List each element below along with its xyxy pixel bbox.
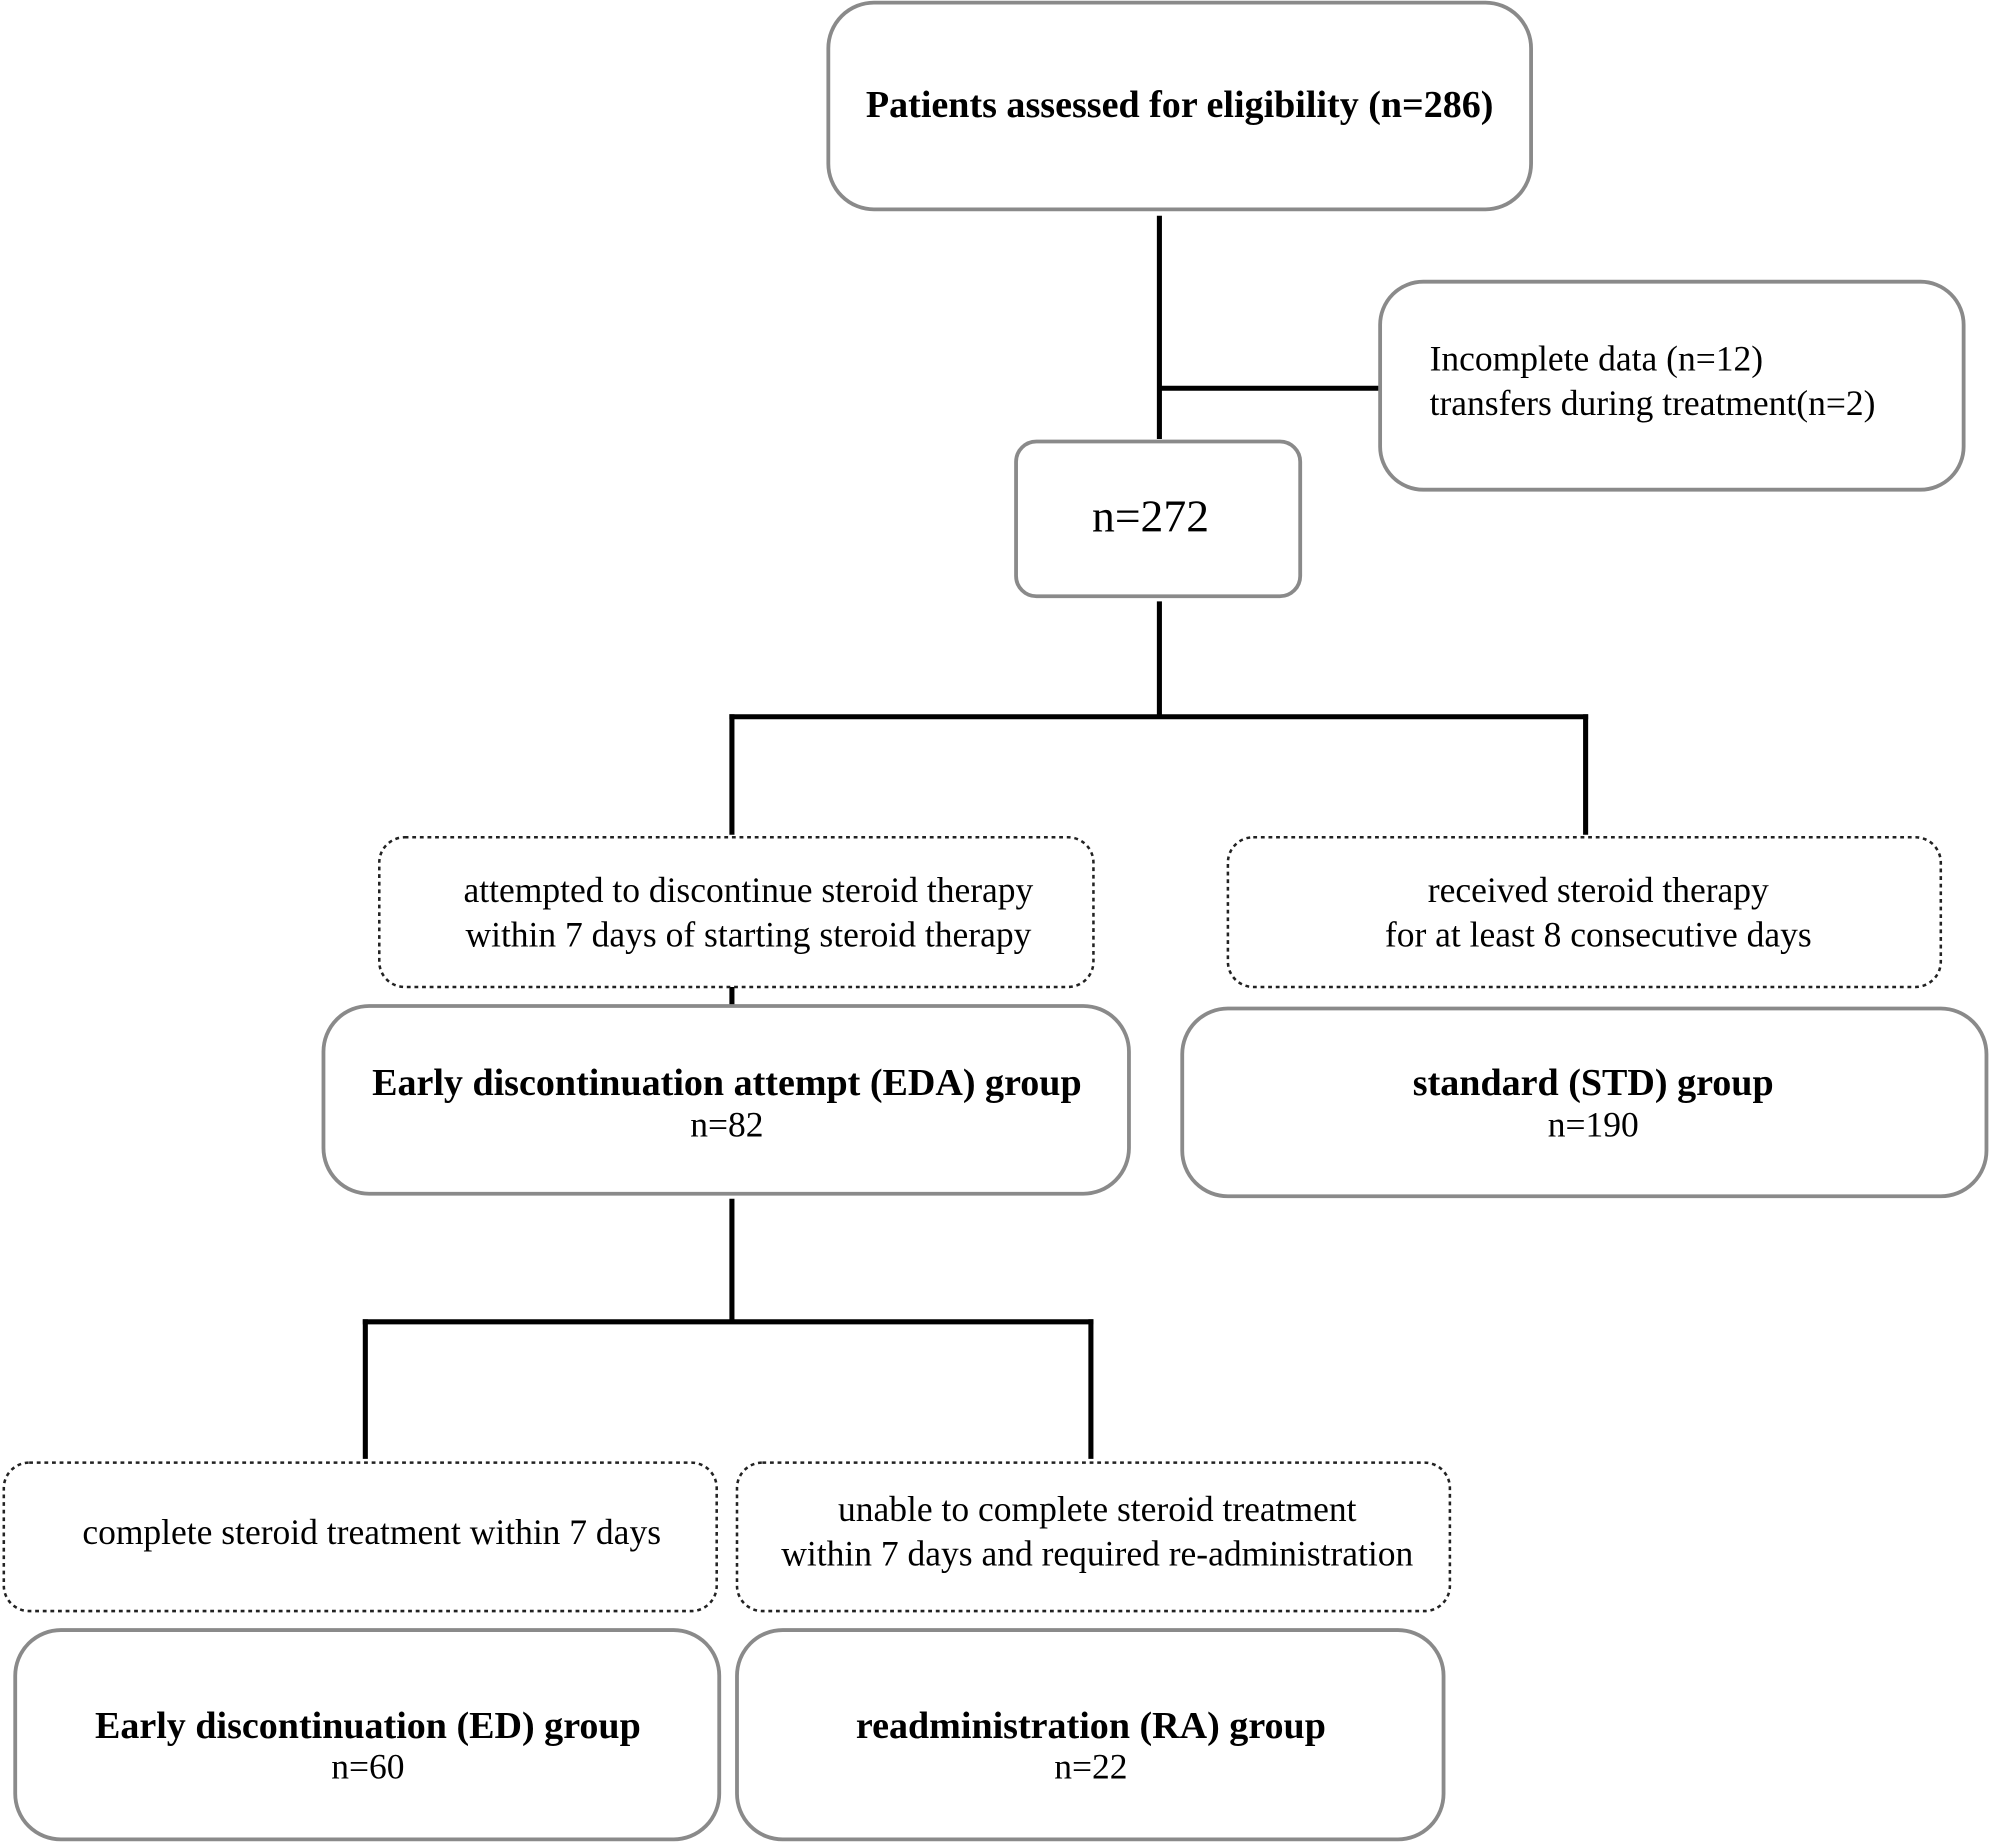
ra-group-n: n=22: [1054, 1747, 1127, 1787]
eda-criteria-line1: attempted to discontinue steroid therapy: [463, 870, 1033, 910]
assessed-text: Patients assessed for eligibility (n=286…: [866, 84, 1494, 126]
eda-group-n: n=82: [690, 1105, 763, 1145]
ed-criteria-box: complete steroid treatment within 7 days: [2, 1461, 718, 1613]
ed-group-n: n=60: [331, 1747, 404, 1787]
std-group-title: standard (STD) group: [1413, 1062, 1774, 1104]
excluded-box: Incomplete data (n=12) transfers during …: [1378, 279, 1966, 492]
ra-group-box: readministration (RA) group n=22: [735, 1628, 1446, 1842]
connectors: [362, 215, 1589, 1459]
excluded-line1: Incomplete data (n=12): [1430, 338, 1763, 378]
ra-criteria-box: unable to complete steroid treatment wit…: [735, 1461, 1452, 1613]
std-group-n: n=190: [1548, 1105, 1639, 1145]
ed-group-title: Early discontinuation (ED) group: [95, 1705, 641, 1747]
included-box: n=272: [1014, 439, 1303, 599]
ed-group-box: Early discontinuation (ED) group n=60: [13, 1628, 722, 1842]
eda-criteria-line2: within 7 days of starting steroid therap…: [465, 914, 1031, 954]
excluded-line2: transfers during treatment(n=2): [1430, 383, 1876, 423]
std-criteria-line1: received steroid therapy: [1428, 870, 1769, 910]
eda-group-box: Early discontinuation attempt (EDA) grou…: [321, 1004, 1131, 1196]
std-criteria-line2: for at least 8 consecutive days: [1385, 914, 1812, 954]
eda-group-title: Early discontinuation attempt (EDA) grou…: [372, 1062, 1082, 1104]
std-criteria-box: received steroid therapy for at least 8 …: [1226, 836, 1943, 989]
std-group-box: standard (STD) group n=190: [1180, 1006, 1989, 1199]
eda-criteria-box: attempted to discontinue steroid therapy…: [378, 836, 1095, 989]
ra-criteria-line2: within 7 days and required re-administra…: [781, 1533, 1413, 1573]
ra-criteria-line1: unable to complete steroid treatment: [838, 1489, 1357, 1529]
included-text: n=272: [1092, 491, 1209, 542]
ed-criteria-text: complete steroid treatment within 7 days: [82, 1512, 661, 1552]
assessed-box: Patients assessed for eligibility (n=286…: [826, 0, 1533, 212]
ra-group-title: readministration (RA) group: [856, 1705, 1326, 1747]
